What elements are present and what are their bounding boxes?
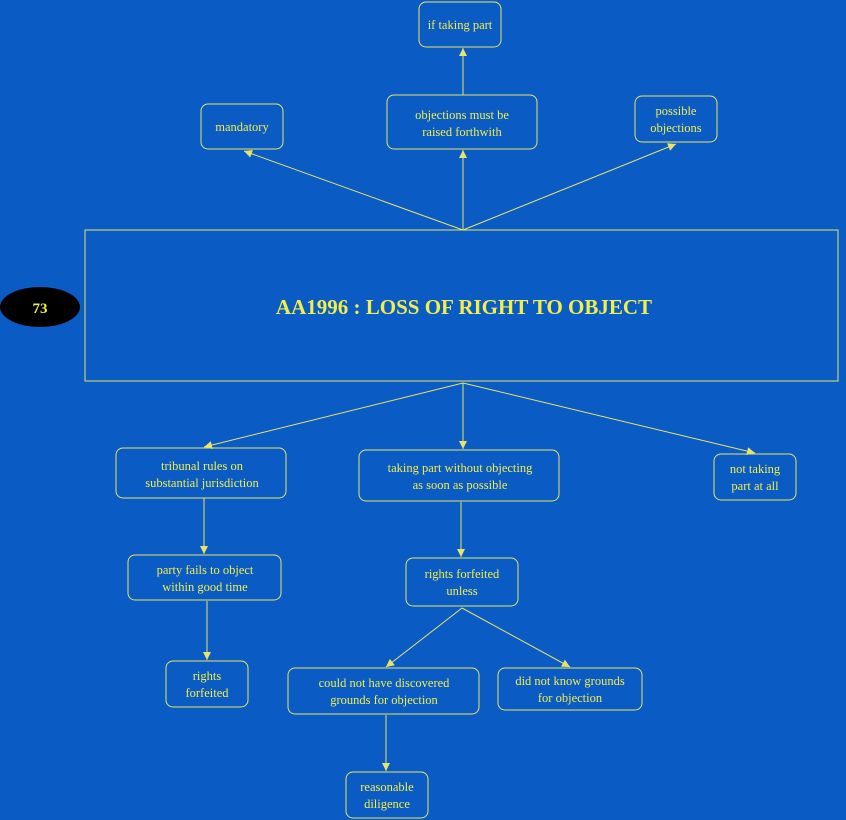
- edge-main-to-tribunal-rules: [203, 382, 464, 449]
- node-label-line: mandatory: [215, 120, 269, 134]
- edge-rights-unless-to-could-not: [385, 607, 463, 668]
- node-label-line: grounds for objection: [330, 693, 438, 707]
- node-party-fails: party fails to object within good time: [127, 554, 282, 601]
- node-box: [418, 1, 502, 48]
- node-not-taking-part: not taking part at all: [713, 453, 797, 501]
- node-label-line: taking part without objecting: [388, 461, 534, 475]
- badge-ellipse: [0, 287, 80, 327]
- main-topic-rect: [84, 229, 839, 382]
- node-could-not-discover: could not have discovered grounds for ob…: [287, 667, 480, 715]
- node-rights-forfeited: rights forfeited: [165, 660, 249, 708]
- node-box: [345, 771, 429, 819]
- node-box: [287, 667, 480, 715]
- node-if-taking-part: if taking part: [418, 1, 502, 48]
- node-did-not-know: did not know grounds for objection: [497, 667, 643, 711]
- edge-main-to-mandatory: [243, 149, 464, 231]
- node-box: [634, 95, 718, 143]
- node-box: [497, 667, 643, 711]
- node-label-line: unless: [446, 584, 477, 598]
- node-mandatory: mandatory: [200, 103, 284, 150]
- node-box: [165, 660, 249, 708]
- node-box: [713, 453, 797, 501]
- node-label-line: raised forthwith: [422, 125, 502, 139]
- node-label-line: within good time: [162, 580, 248, 594]
- edge-main-to-not-taking-part: [462, 382, 756, 456]
- node-label-line: if taking part: [428, 18, 493, 32]
- main-topic-box: AA1996 : LOSS OF RIGHT TO OBJECT: [84, 229, 839, 382]
- node-label-line: reasonable: [360, 780, 414, 794]
- page-number-badge: 73: [0, 287, 80, 327]
- edge-rights-unless-to-did-not-know: [461, 607, 571, 668]
- node-label-line: objections: [650, 121, 702, 135]
- node-label-line: tribunal rules on: [161, 459, 244, 473]
- node-reasonable-diligence: reasonable diligence: [345, 771, 429, 819]
- node-label-line: rights: [193, 669, 222, 683]
- node-box: [386, 94, 538, 150]
- node-box: [200, 103, 284, 150]
- node-label-line: as soon as possible: [413, 478, 508, 492]
- main-title: AA1996 : LOSS OF RIGHT TO OBJECT: [276, 295, 652, 319]
- node-label-line: objections must be: [415, 108, 509, 122]
- edges: [200, 48, 756, 771]
- node-box: [115, 447, 287, 499]
- node-label-line: for objection: [538, 691, 603, 705]
- node-label-line: part at all: [731, 479, 779, 493]
- node-label-line: forfeited: [185, 686, 229, 700]
- node-rights-forfeited-unless: rights forfeited unless: [405, 557, 519, 607]
- badge-number: 73: [33, 301, 48, 317]
- node-taking-part-without: taking part without objecting as soon as…: [358, 449, 560, 502]
- node-label-line: diligence: [364, 797, 410, 811]
- edge-main-to-possible-objections: [462, 143, 677, 231]
- node-label-line: possible: [656, 104, 697, 118]
- node-box: [358, 449, 560, 502]
- node-objections-forthwith: objections must be raised forthwith: [386, 94, 538, 150]
- node-label-line: party fails to object: [157, 563, 254, 577]
- node-label-line: could not have discovered: [319, 676, 451, 690]
- node-box: [405, 557, 519, 607]
- node-label-line: substantial jurisdiction: [145, 476, 259, 490]
- node-label-line: did not know grounds: [515, 674, 625, 688]
- node-label-line: not taking: [730, 462, 781, 476]
- node-label-line: rights forfeited: [425, 567, 500, 581]
- node-possible-objections: possible objections: [634, 95, 718, 143]
- node-box: [127, 554, 282, 601]
- node-tribunal-rules: tribunal rules on substantial jurisdicti…: [115, 447, 287, 499]
